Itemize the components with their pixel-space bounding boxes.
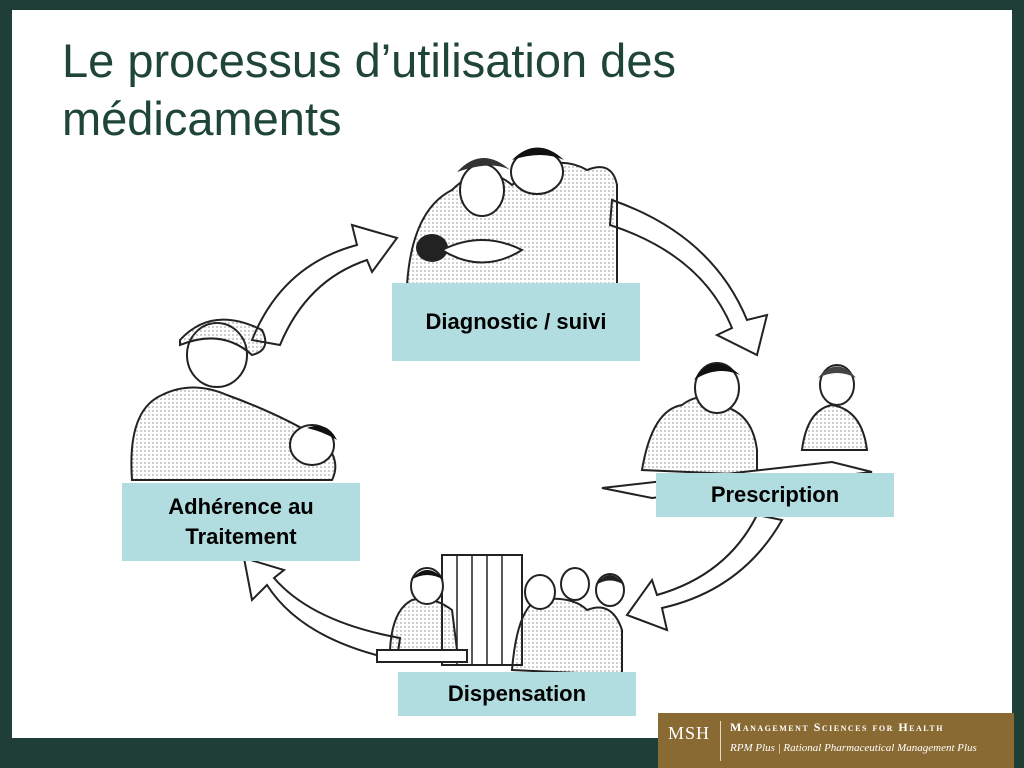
page-title: Le processus d’utilisation des médicamen…: [62, 34, 676, 145]
illustration-consultation: [405, 147, 618, 286]
arrow-prescription-to-dispensation: [625, 513, 784, 632]
logo-divider: [720, 721, 721, 761]
illustration-adherence: [130, 318, 337, 481]
arrow-adherence-to-diagnostic: [250, 223, 399, 347]
step-dispensation-label: Dispensation: [398, 672, 636, 716]
arrow-diagnostic-to-prescription: [608, 198, 769, 357]
step-prescription-label: Prescription: [656, 473, 894, 517]
slide: Le processus d’utilisation des médicamen…: [12, 10, 1012, 738]
logo-org-name: Management Sciences for Health: [730, 720, 944, 734]
msh-logo: MSH Management Sciences for Health RPM P…: [658, 713, 1014, 768]
step-adherence-label: Adhérence au Traitement: [122, 483, 360, 561]
step-diagnostic-label: Diagnostic / suivi: [392, 283, 640, 361]
illustration-dispensing: [376, 554, 625, 677]
logo-mark: MSH: [668, 723, 711, 743]
logo-program: RPM Plus | Rational Pharmaceutical Manag…: [730, 742, 977, 754]
arrow-dispensation-to-adherence: [242, 556, 402, 662]
cycle-diagram: [130, 147, 873, 677]
